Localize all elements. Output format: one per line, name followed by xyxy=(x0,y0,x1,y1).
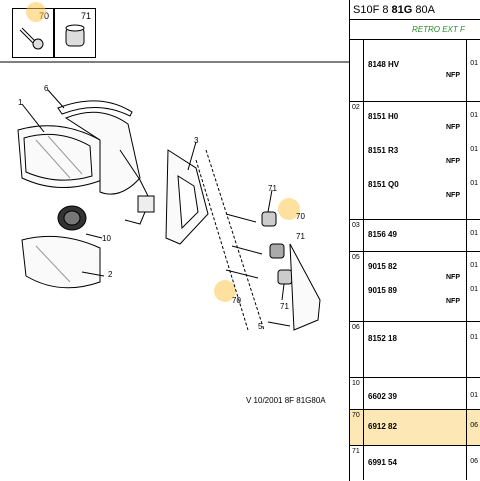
part-qty: 01 xyxy=(470,146,478,153)
callout-70: 70 xyxy=(232,296,241,305)
parts-group-selected[interactable]: 70 6912 82 06 xyxy=(350,410,480,446)
panel-header: S10F 8 81G 80A xyxy=(350,0,480,20)
part-ref[interactable]: 8151 H0 xyxy=(368,112,399,121)
group-code: 05 xyxy=(350,252,364,321)
group-extra-col xyxy=(466,40,480,101)
group-extra-col xyxy=(466,378,480,409)
parts-group[interactable]: 05 9015 82 NFP 01 9015 89 NFP 01 xyxy=(350,252,480,322)
header-prefix: S10F 8 xyxy=(353,4,392,16)
parts-group[interactable]: 10 6602 39 01 xyxy=(350,378,480,410)
parts-group[interactable]: 06 8152 18 01 xyxy=(350,322,480,378)
part-ref[interactable]: 8156 49 xyxy=(368,230,397,239)
group-extra-col xyxy=(466,102,480,219)
group-code: 10 xyxy=(350,378,364,409)
nfp-badge: NFP xyxy=(446,124,460,131)
diagram-reference: V 10/2001 8F 81G80A xyxy=(246,396,326,405)
part-ref[interactable]: 8151 Q0 xyxy=(368,180,399,189)
callout-71: 71 xyxy=(296,232,305,241)
group-extra-col xyxy=(466,410,480,445)
exploded-diagram: 70 71 xyxy=(0,0,350,481)
nfp-badge: NFP xyxy=(446,274,460,281)
nfp-badge: NFP xyxy=(446,192,460,199)
group-extra-col xyxy=(466,446,480,480)
group-code: 02 xyxy=(350,102,364,219)
part-qty: 01 xyxy=(470,262,478,269)
callout-2: 2 xyxy=(108,270,113,279)
parts-group[interactable]: 03 8156 49 01 xyxy=(350,220,480,252)
part-qty: 01 xyxy=(470,180,478,187)
part-qty: 06 xyxy=(470,458,478,465)
part-qty: 01 xyxy=(470,392,478,399)
part-qty: 01 xyxy=(470,334,478,341)
group-code: 06 xyxy=(350,322,364,377)
group-code: 03 xyxy=(350,220,364,251)
part-qty: 01 xyxy=(470,112,478,119)
part-qty: 01 xyxy=(470,286,478,293)
part-ref[interactable]: 6991 54 xyxy=(368,458,397,467)
screw-icon xyxy=(19,27,44,50)
thumb-label: 71 xyxy=(81,11,92,21)
nut-icon xyxy=(65,24,85,47)
part-ref[interactable]: 6912 82 xyxy=(368,422,397,431)
parts-group[interactable]: 8148 HV NFP 01 xyxy=(350,40,480,102)
group-code: 71 xyxy=(350,446,364,480)
callout-1: 1 xyxy=(18,98,23,107)
part-ref[interactable]: 8152 18 xyxy=(368,334,397,343)
group-extra-col xyxy=(466,220,480,251)
highlight-marker xyxy=(214,280,236,302)
header-bold: 81G xyxy=(391,4,413,16)
parts-panel: S10F 8 81G 80A RETRO EXT F 8148 HV NFP 0… xyxy=(350,0,480,481)
panel-subheader: RETRO EXT F xyxy=(350,20,480,40)
callout-71: 71 xyxy=(268,184,277,193)
part-ref[interactable]: 9015 82 xyxy=(368,262,397,271)
nfp-badge: NFP xyxy=(446,298,460,305)
part-ref[interactable]: 9015 89 xyxy=(368,286,397,295)
diagram-drawing xyxy=(0,24,350,331)
highlight-marker xyxy=(278,198,300,220)
part-ref[interactable]: 8151 R3 xyxy=(368,146,399,155)
parts-group[interactable]: 02 8151 H0 NFP 01 8151 R3 NFP 01 8151 Q0… xyxy=(350,102,480,220)
highlight-marker xyxy=(26,2,46,22)
callout-10: 10 xyxy=(102,234,111,243)
part-qty: 01 xyxy=(470,60,478,67)
header-suffix: 80A xyxy=(412,4,435,16)
group-code: 70 xyxy=(350,410,364,445)
group-extra-col xyxy=(466,252,480,321)
parts-group[interactable]: 71 6991 54 06 xyxy=(350,446,480,480)
callout-70: 70 xyxy=(296,212,305,221)
callout-3: 3 xyxy=(194,136,199,145)
part-qty: 06 xyxy=(470,422,478,429)
group-extra-col xyxy=(466,322,480,377)
callout-71: 71 xyxy=(280,302,289,311)
part-qty: 01 xyxy=(470,230,478,237)
nfp-badge: NFP xyxy=(446,158,460,165)
nfp-badge: NFP xyxy=(446,72,460,79)
group-code xyxy=(350,40,364,101)
part-ref[interactable]: 6602 39 xyxy=(368,392,397,401)
part-ref[interactable]: 8148 HV xyxy=(368,60,400,69)
callout-5: 5 xyxy=(258,322,263,331)
callout-6: 6 xyxy=(44,84,49,93)
